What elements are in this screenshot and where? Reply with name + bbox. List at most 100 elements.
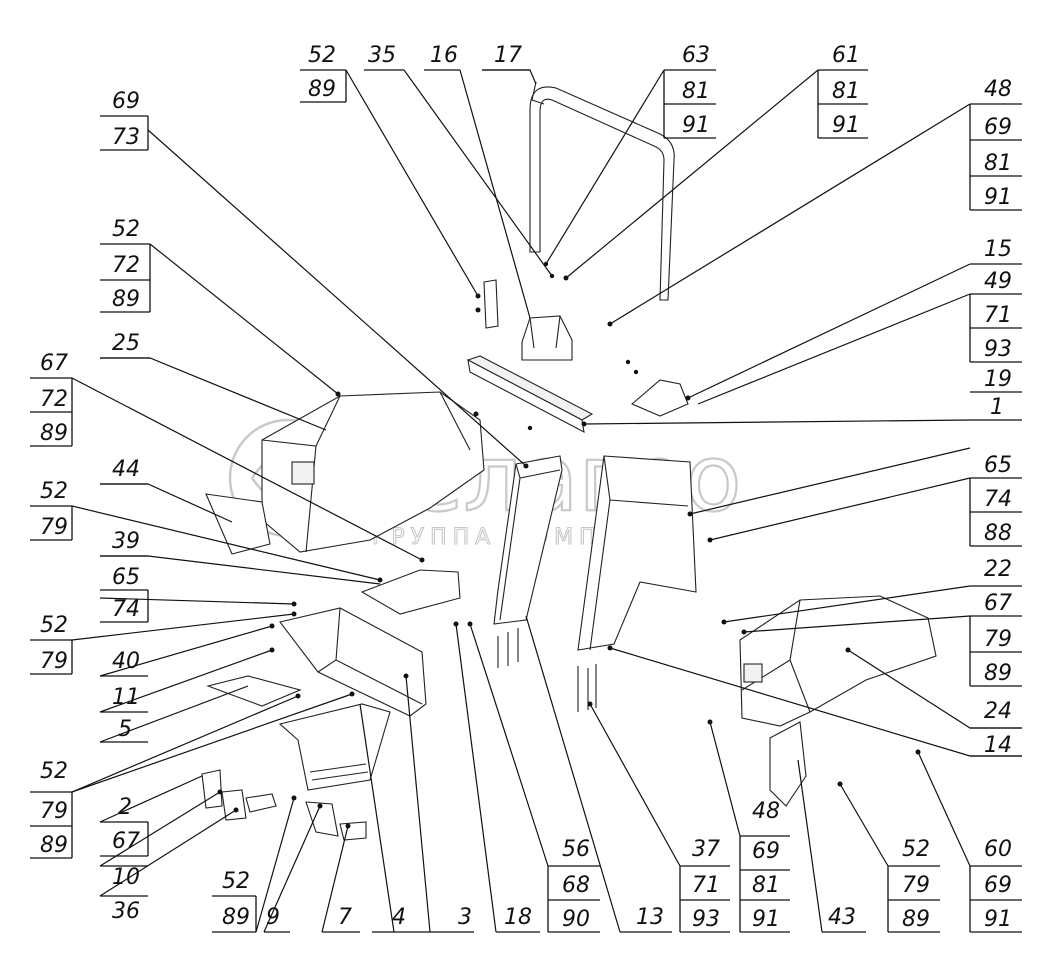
svg-text:4: 4 (392, 905, 406, 930)
callout-25: 25 (100, 331, 150, 359)
svg-text:81: 81 (832, 79, 860, 104)
svg-text:25: 25 (112, 331, 140, 356)
part-bracket-10 (221, 789, 247, 821)
svg-text:18: 18 (504, 905, 532, 930)
svg-text:91: 91 (752, 907, 780, 932)
callout-5: 5 (100, 717, 148, 743)
callout-52-89-top: 52 89 (300, 43, 347, 103)
svg-text:52: 52 (40, 759, 68, 784)
callout-15: 15 (970, 237, 1022, 265)
callout-67-72-89: 67 72 89 (30, 351, 73, 447)
callout-36: 36 (100, 895, 148, 924)
svg-text:48: 48 (984, 77, 1012, 102)
svg-text:16: 16 (430, 43, 458, 68)
svg-text:67: 67 (40, 351, 68, 376)
svg-text:5: 5 (118, 717, 132, 742)
callout-35: 35 (364, 43, 404, 71)
svg-text:52: 52 (40, 613, 68, 638)
part-plate-5 (206, 675, 302, 707)
svg-text:52: 52 (222, 869, 250, 894)
part-cross-beam-19 (466, 355, 594, 434)
callout-63: 63 81 91 (663, 43, 716, 139)
svg-text:81: 81 (984, 151, 1012, 176)
callout-65-left: 65 74 (100, 565, 149, 623)
svg-text:69: 69 (984, 873, 1012, 898)
svg-text:9: 9 (266, 905, 280, 930)
callout-18: 18 (496, 905, 540, 933)
callout-52-79-89-left: 52 79 89 (30, 759, 73, 859)
svg-text:65: 65 (984, 453, 1012, 478)
callout-2-67: 2 67 (100, 795, 149, 857)
svg-text:74: 74 (984, 487, 1012, 512)
callout-48-bottom: 48 69 81 91 (739, 799, 790, 933)
svg-text:91: 91 (832, 113, 860, 138)
svg-text:69: 69 (984, 115, 1012, 140)
svg-text:63: 63 (682, 43, 710, 68)
svg-text:60: 60 (984, 837, 1012, 862)
svg-text:11: 11 (112, 685, 140, 710)
svg-text:52: 52 (112, 217, 140, 242)
callout-52-72-89: 52 72 89 (100, 217, 151, 313)
svg-text:7: 7 (338, 905, 352, 930)
callout-49: 49 71 93 (969, 269, 1022, 363)
svg-text:91: 91 (984, 907, 1012, 932)
svg-text:79: 79 (984, 627, 1012, 652)
part-plate-44 (205, 493, 271, 555)
svg-text:89: 89 (902, 907, 930, 932)
svg-text:93: 93 (984, 337, 1012, 362)
svg-text:19: 19 (984, 367, 1012, 392)
svg-text:2: 2 (118, 795, 132, 820)
callout-4: 4 (372, 905, 430, 933)
callout-69-73: 69 73 (100, 89, 149, 151)
svg-text:91: 91 (984, 185, 1012, 210)
svg-text:69: 69 (112, 89, 140, 114)
callout-60: 60 69 91 (969, 837, 1022, 933)
callout-43: 43 (822, 905, 866, 933)
callout-11: 11 (100, 685, 148, 713)
callout-52-79-left: 52 79 (30, 479, 73, 541)
callout-56: 56 68 90 (547, 837, 600, 933)
callout-37: 37 71 93 (679, 837, 730, 933)
svg-text:89: 89 (40, 833, 68, 858)
callout-22: 22 (970, 557, 1022, 587)
svg-text:74: 74 (112, 597, 140, 622)
part-column-13 (493, 455, 563, 625)
svg-text:89: 89 (40, 421, 68, 446)
callout-44: 44 (100, 457, 148, 485)
part-bracket-15 (630, 379, 689, 417)
part-column-14 (577, 455, 697, 651)
svg-text:71: 71 (984, 303, 1012, 328)
svg-text:73: 73 (112, 125, 140, 150)
svg-text:22: 22 (984, 557, 1012, 582)
part-bracket-7 (339, 821, 367, 841)
part-plate-39 (360, 569, 461, 615)
part-plate-35 (483, 279, 499, 329)
svg-text:48: 48 (752, 799, 780, 824)
callout-9: 9 (264, 905, 290, 933)
svg-text:3: 3 (458, 905, 472, 930)
svg-text:93: 93 (692, 907, 720, 932)
svg-text:79: 79 (902, 873, 930, 898)
svg-text:89: 89 (112, 287, 140, 312)
callout-52-79-89-bottom: 52 79 89 (887, 837, 940, 933)
svg-text:52: 52 (308, 43, 336, 68)
svg-text:35: 35 (368, 43, 396, 68)
callout-19: 19 (970, 367, 1022, 393)
svg-text:81: 81 (752, 873, 780, 898)
svg-text:88: 88 (984, 521, 1012, 546)
svg-text:37: 37 (692, 837, 720, 862)
callout-labels: 52 89 35 16 17 63 81 91 61 81 91 (30, 43, 1022, 933)
callout-13: 13 (620, 905, 672, 933)
callout-39: 39 (100, 529, 148, 557)
callout-65-right: 65 74 88 (969, 453, 1022, 547)
svg-text:1: 1 (990, 395, 1004, 420)
part-handle-frame (529, 81, 675, 301)
part-bracket-16 (521, 315, 573, 361)
part-step-4 (278, 703, 391, 791)
svg-text:17: 17 (494, 43, 522, 68)
callout-10: 10 (100, 865, 148, 890)
svg-text:79: 79 (40, 799, 68, 824)
svg-text:65: 65 (112, 565, 140, 590)
svg-text:52: 52 (902, 837, 930, 862)
